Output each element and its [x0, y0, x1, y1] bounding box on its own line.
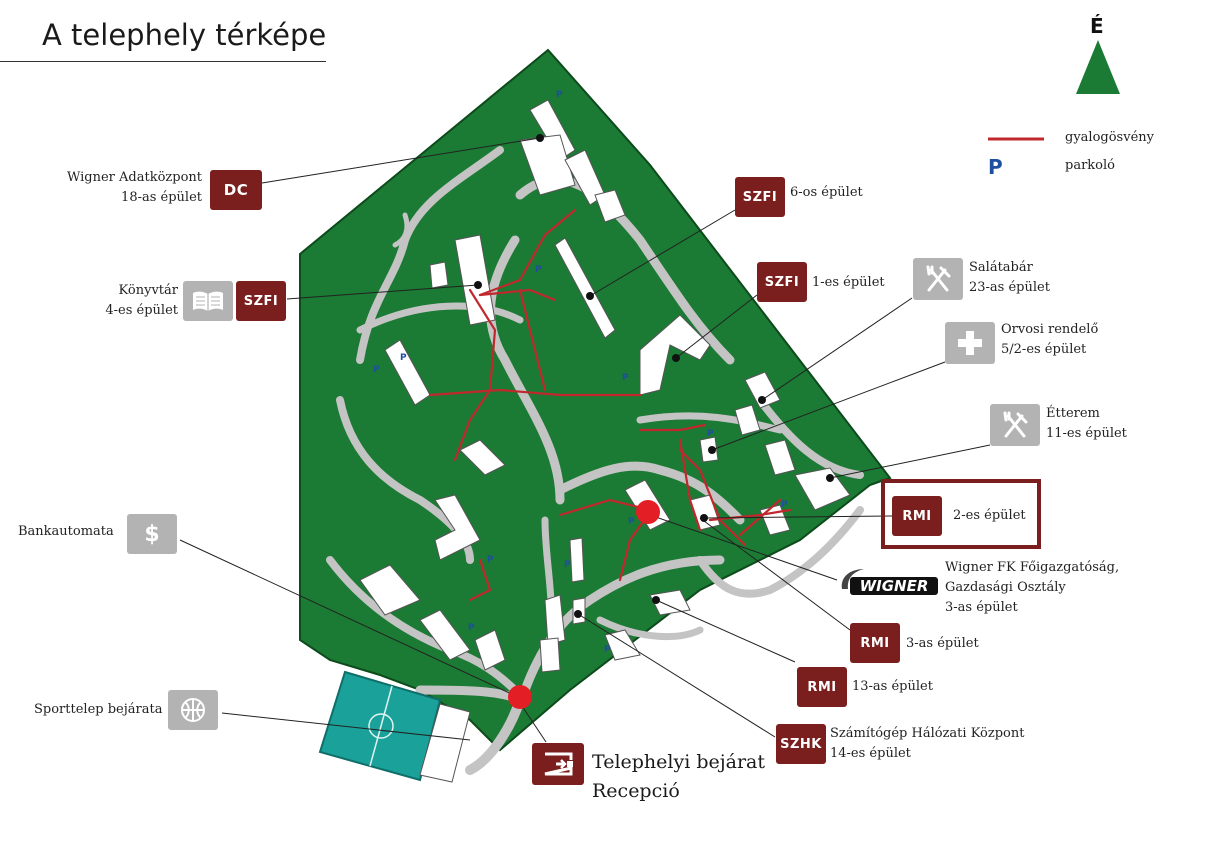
- library-badge[interactable]: SZFI: [236, 281, 286, 321]
- entrance-icon[interactable]: [532, 743, 584, 785]
- rmi13-building: 13-as épület: [852, 679, 933, 694]
- library-label: Könyvtár 4-es épület: [60, 281, 178, 321]
- cross-icon[interactable]: [945, 322, 995, 364]
- library-building: 4-es épület: [105, 303, 178, 318]
- marker-entrance: [508, 685, 532, 709]
- szhk-label: Számítógép Hálózati Központ 14-es épület: [830, 724, 1024, 764]
- wigner-hq-building: 3-as épület: [945, 600, 1018, 615]
- svg-text:P: P: [535, 265, 542, 275]
- north-label: É: [1090, 14, 1104, 38]
- rmi3-badge[interactable]: RMI: [850, 623, 900, 663]
- medical-building: 5/2-es épület: [1001, 342, 1087, 357]
- rmi3-building: 3-as épület: [906, 636, 979, 651]
- entrance-reception: Recepció: [592, 780, 680, 802]
- szfi1-badge[interactable]: SZFI: [757, 262, 807, 302]
- szfi6-building: 6-os épület: [790, 185, 863, 200]
- legend-parking-symbol: P: [988, 155, 1003, 179]
- legend-path-label: gyalogösvény: [1065, 130, 1154, 145]
- svg-text:P: P: [781, 500, 788, 510]
- atm-label: Bankautomata: [18, 524, 114, 539]
- svg-text:P: P: [604, 645, 611, 655]
- szhk-badge[interactable]: SZHK: [776, 724, 826, 764]
- marker-wigner-hq: [636, 500, 660, 524]
- restaurant-fork-knife-icon[interactable]: [990, 404, 1040, 446]
- svg-text:P: P: [622, 373, 629, 383]
- building-dots: [474, 134, 834, 618]
- svg-text:P: P: [707, 429, 714, 439]
- leader-lines: [179, 137, 991, 743]
- svg-text:P: P: [556, 90, 563, 100]
- dc-badge[interactable]: DC: [210, 170, 262, 210]
- library-name: Könyvtár: [118, 283, 178, 298]
- entrance-label: Telephelyi bejárat Recepció: [592, 748, 765, 806]
- restaurant-building: 11-es épület: [1046, 426, 1127, 441]
- footpaths: [428, 208, 792, 602]
- szfi1-building: 1-es épület: [812, 275, 885, 290]
- rmi2-building: 2-es épület: [953, 508, 1026, 523]
- svg-text:P: P: [487, 555, 494, 565]
- salad-name: Salátabár: [969, 260, 1033, 275]
- medical-label: Orvosi rendelő 5/2-es épület: [1001, 320, 1098, 360]
- szfi6-badge[interactable]: SZFI: [735, 177, 785, 217]
- svg-text:P: P: [373, 365, 380, 375]
- rmi2-badge[interactable]: RMI: [892, 496, 942, 536]
- rmi13-badge[interactable]: RMI: [797, 667, 847, 707]
- salad-fork-knife-icon[interactable]: [913, 258, 963, 300]
- svg-text:P: P: [628, 517, 635, 527]
- wigner-hq-dept: Gazdasági Osztály: [945, 580, 1066, 595]
- north-arrow-icon: [1076, 40, 1120, 94]
- dc-label: Wigner Adatközpont 18-as épület: [20, 168, 202, 208]
- wigner-logo-text: WIGNER: [860, 577, 929, 595]
- dollar-icon[interactable]: $: [127, 514, 177, 554]
- dc-building: 18-as épület: [121, 190, 202, 205]
- wigner-hq-name: Wigner FK Főigazgatóság,: [945, 560, 1120, 575]
- legend-parking-label: parkoló: [1065, 158, 1115, 173]
- sport-label: Sporttelep bejárata: [34, 702, 163, 717]
- salad-building: 23-as épület: [969, 280, 1050, 295]
- szhk-building: 14-es épület: [830, 746, 911, 761]
- campus-area: [299, 48, 892, 752]
- svg-text:P: P: [468, 623, 475, 633]
- entrance-name: Telephelyi bejárat: [592, 751, 766, 773]
- restaurant-label: Étterem 11-es épület: [1046, 404, 1127, 444]
- restaurant-name: Étterem: [1046, 406, 1100, 421]
- medical-name: Orvosi rendelő: [1001, 322, 1099, 337]
- parking-markers: P P P P P P P P P P P P: [373, 90, 788, 655]
- wigner-logo-icon: WIGNER: [841, 569, 938, 595]
- book-icon[interactable]: [183, 281, 233, 321]
- wigner-hq-label: Wigner FK Főigazgatóság, Gazdasági Osztá…: [945, 558, 1119, 618]
- salad-label: Salátabár 23-as épület: [969, 258, 1050, 298]
- page-title: A telephely térképe: [42, 18, 327, 52]
- basketball-icon[interactable]: [168, 690, 218, 730]
- sport-field: [318, 670, 471, 783]
- szhk-name: Számítógép Hálózati Központ: [830, 726, 1025, 741]
- title-underline: [0, 61, 326, 62]
- dc-name: Wigner Adatközpont: [66, 170, 202, 185]
- svg-text:P: P: [400, 353, 407, 363]
- rmi2-highlight-frame: [881, 479, 1041, 549]
- svg-text:P: P: [564, 560, 571, 570]
